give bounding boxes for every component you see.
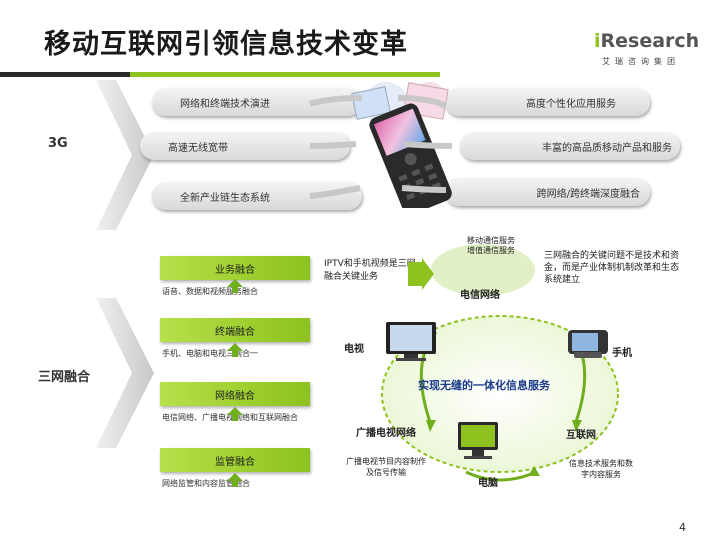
card-business-convergence: 业务融合 xyxy=(160,256,310,280)
phone-label: 手机 xyxy=(612,348,632,359)
broadcast-network-label: 广播电视网络 xyxy=(356,428,416,439)
logo-brand: Research xyxy=(600,30,700,52)
sub-terminal-convergence: 手机、电脑和电视三网合一 xyxy=(162,349,258,358)
logo-subtitle: 艾瑞咨询集团 xyxy=(602,57,680,66)
flow-arrows-icon xyxy=(227,279,243,487)
sub-network-convergence: 电信网络、广播电视网络和互联网融合 xyxy=(162,413,298,422)
key-issue-text: 三网融合的关键问题不是技术和资金，而是产业体制机制改革和生态系统建立 xyxy=(544,251,680,285)
pill-personalized-services: 高度个性化应用服务 xyxy=(445,88,650,116)
center-integration-text: 实现无缝的一体化信息服务 xyxy=(418,379,550,392)
card-terminal-convergence: 终端融合 xyxy=(160,318,310,342)
tv-label: 电视 xyxy=(344,344,364,355)
section-convergence-label: 三网融合 xyxy=(38,370,91,385)
header-bar-green xyxy=(130,72,440,77)
telecom-network-label: 电信网络 xyxy=(460,290,500,301)
broadcast-desc: 广播电视节目内容制作及信号传输 xyxy=(346,457,426,477)
iresearch-logo: iResearch 艾瑞咨询集团 xyxy=(588,30,699,68)
tv-icon xyxy=(386,322,436,361)
computer-label: 电脑 xyxy=(478,478,498,489)
iptv-text: IPTV和手机视频是三网融合关键业务 xyxy=(324,259,416,282)
header-bar-dark xyxy=(0,72,130,77)
internet-desc: 信息技术服务和数字内容服务 xyxy=(569,459,633,479)
phone-curved-arrows xyxy=(309,95,453,199)
chevron-convergence-icon xyxy=(96,298,154,448)
card-network-convergence: 网络融合 xyxy=(160,382,310,406)
section-3g-label: 3G xyxy=(48,136,68,151)
telecom-network-bubble xyxy=(431,244,535,296)
computer-icon xyxy=(458,422,498,459)
pill-mobile-products: 丰富的高品质移动产品和服务 xyxy=(460,132,680,160)
telecom-services-text: 移动通信服务 增值通信服务 xyxy=(467,236,515,255)
phone-device-icon xyxy=(568,330,608,358)
page-number: 4 xyxy=(679,521,686,534)
iptv-arrow-icon xyxy=(408,258,434,290)
logo-prefix: i xyxy=(594,30,601,52)
sub-business-convergence: 语音、数据和视频服务融合 xyxy=(162,287,258,296)
page-title: 移动互联网引领信息技术变革 xyxy=(44,29,408,60)
card-regulation-convergence: 监管融合 xyxy=(160,448,310,472)
internet-label: 互联网 xyxy=(566,430,596,441)
sub-regulation-convergence: 网络监管和内容监管融合 xyxy=(162,479,250,488)
pill-cross-network: 跨网络/跨终端深度融合 xyxy=(445,178,650,206)
